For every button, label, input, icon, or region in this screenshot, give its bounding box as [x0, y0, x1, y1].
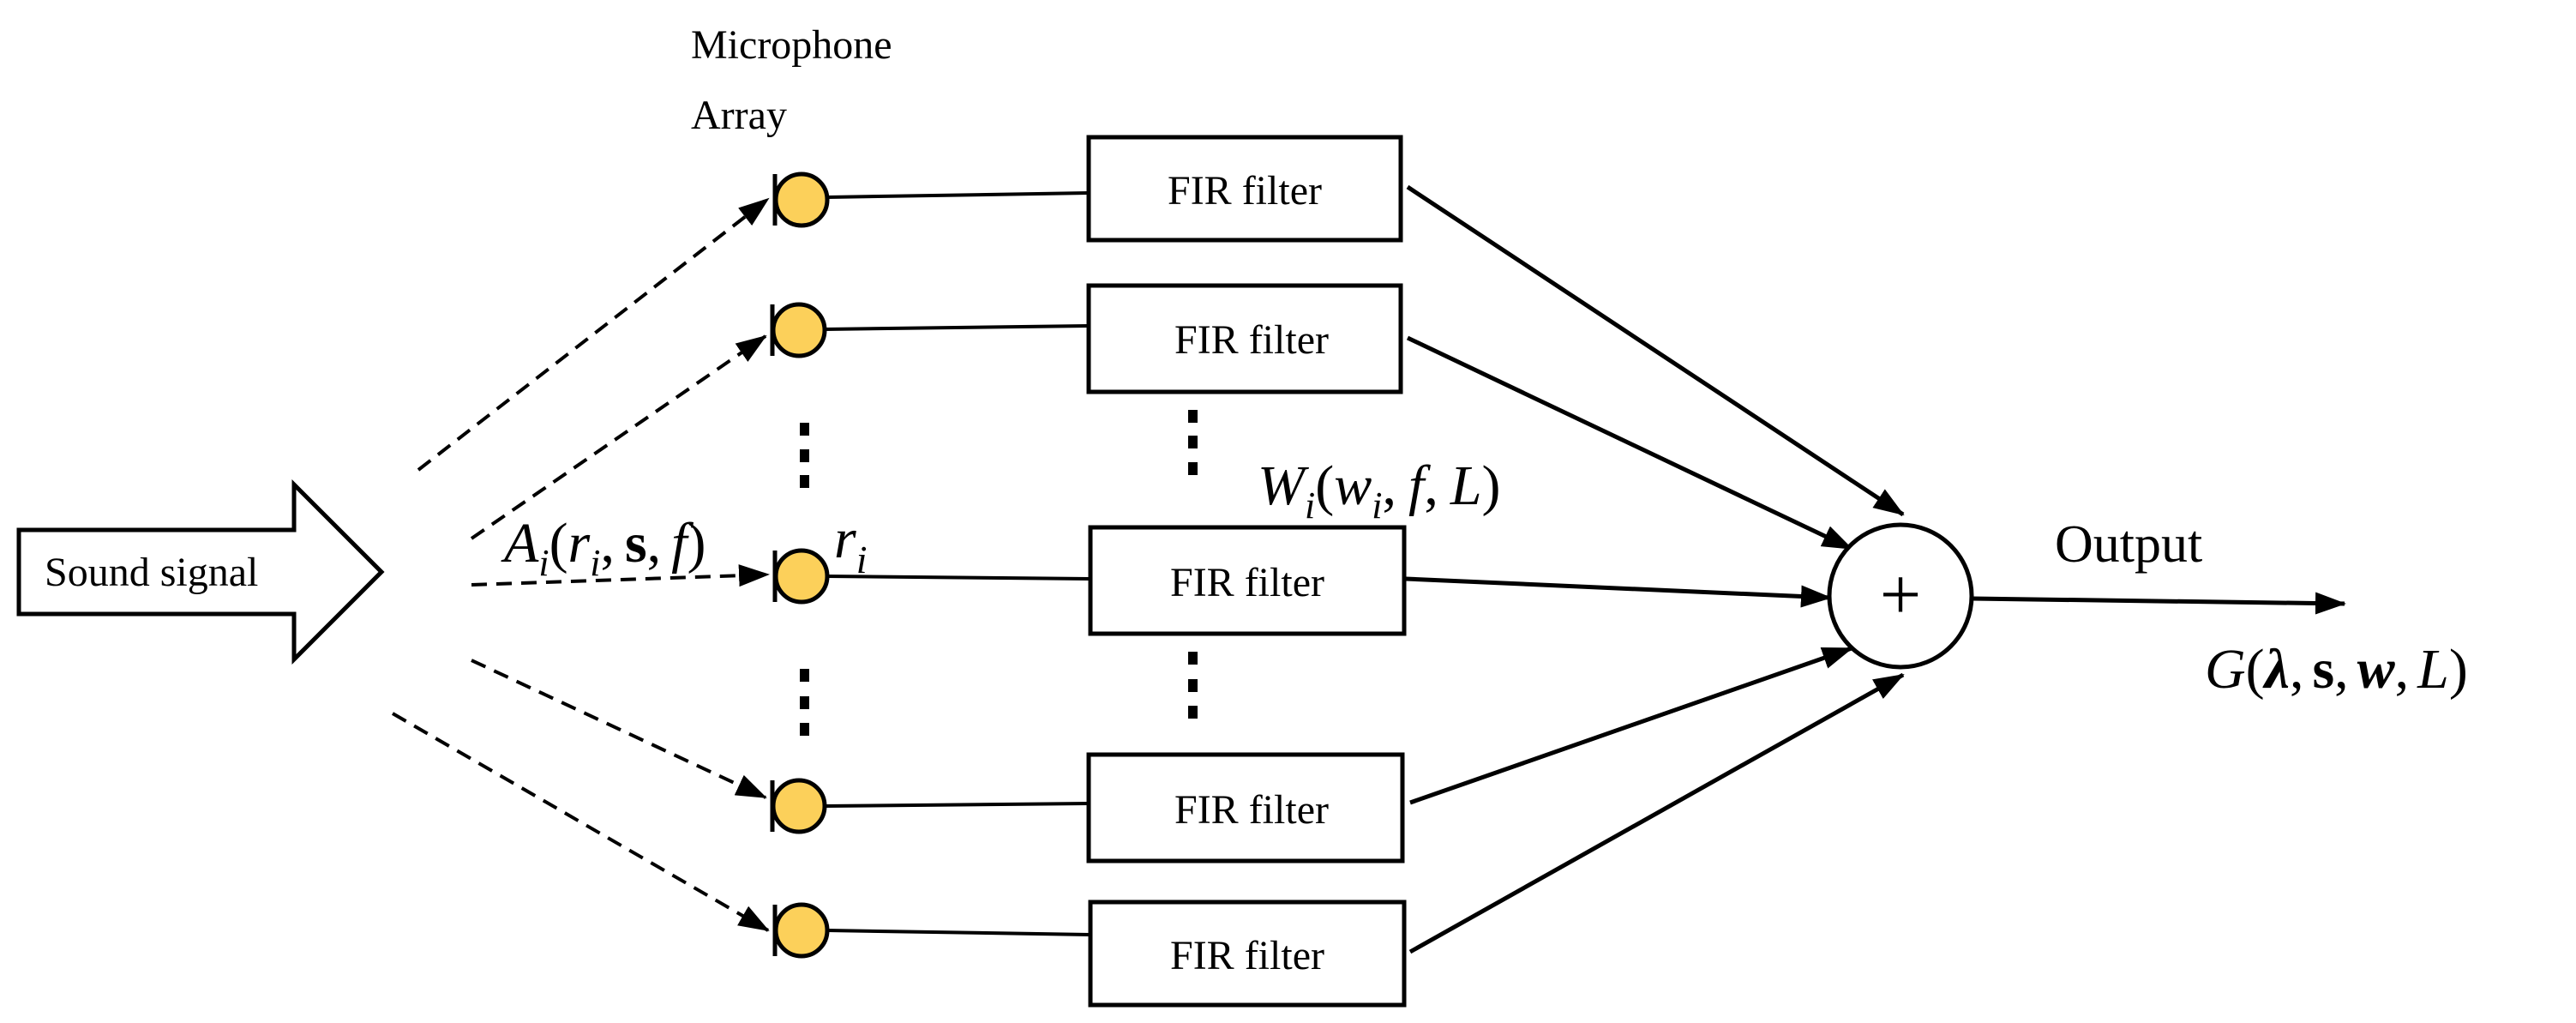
sound-signal-label: Sound signal: [45, 550, 258, 595]
summer-input-arrow-4: [1409, 646, 1853, 805]
propagation-line-5: [391, 712, 770, 932]
fir-filter-5: FIR filter: [1088, 900, 1407, 1008]
microphone-icon: [771, 302, 827, 358]
mic-to-filter-lines: [824, 191, 1091, 936]
summer-circle: [1827, 522, 1974, 670]
propagation-lines: [391, 197, 770, 932]
summer-input-arrow-1: [1406, 184, 1905, 517]
mic-ellipsis-lower: [800, 669, 809, 736]
microphone-array-title-line1: Microphone: [691, 22, 892, 68]
output-arrow: [1971, 592, 2346, 615]
microphone-4: [770, 778, 827, 834]
microphone-1: [772, 172, 830, 228]
filter-ellipsis-upper: [1188, 410, 1198, 475]
fir-filter-label: FIR filter: [1168, 168, 1322, 214]
fir-filter-label: FIR filter: [1170, 560, 1324, 605]
output-function-label: G(λ,s,w,L): [2205, 638, 2468, 701]
filter-ellipsis-lower: [1188, 652, 1198, 719]
fir-filter-2: FIR filter: [1086, 283, 1403, 394]
fir-filter-4: FIR filter: [1086, 752, 1405, 864]
connector-line-2: [824, 324, 1090, 331]
connector-line-3: [826, 575, 1091, 581]
mic-ellipsis-upper: [800, 423, 809, 488]
position-label: ri: [834, 508, 867, 581]
propagation-line-1: [417, 197, 770, 472]
propagation-line-2: [470, 334, 767, 540]
filter-to-summer-arrows: [1405, 184, 1905, 954]
microphone-2: [770, 302, 827, 358]
summer-input-arrow-5: [1408, 672, 1905, 954]
microphone-array-title-line2: Array: [691, 93, 787, 138]
ellipsis-markers: [800, 410, 1198, 736]
microphone-5: [772, 902, 830, 959]
fir-filter-1: FIR filter: [1086, 135, 1403, 243]
fir-filter-label: FIR filter: [1170, 933, 1324, 978]
microphone-i: [772, 548, 830, 605]
connector-line-4: [824, 802, 1090, 808]
microphone-icon: [773, 172, 830, 228]
propagation-line-4: [471, 659, 767, 799]
sound-signal-arrow-shape: [16, 478, 385, 665]
plus-icon: +: [1880, 553, 1922, 635]
microphone-array: [770, 172, 830, 959]
steering-vector-label: Ai(ri,s,f): [501, 512, 706, 584]
microphone-icon: [773, 902, 830, 959]
microphone-icon: [771, 778, 827, 834]
summer-input-arrow-2: [1406, 335, 1853, 551]
summer-node: +: [1827, 522, 1974, 670]
summer-input-arrow-3: [1405, 576, 1832, 608]
fir-filter-3: FIR filter: [1088, 525, 1407, 636]
microphone-icon: [773, 548, 830, 605]
fir-filter-label: FIR filter: [1174, 787, 1329, 833]
connector-line-1: [826, 191, 1090, 199]
output-label: Output: [2055, 515, 2202, 574]
fir-filters: FIR filter FIR filter FIR filter FIR fil…: [1086, 135, 1407, 1008]
propagation-line-3: [471, 564, 770, 587]
sound-signal-arrow: Sound signal: [16, 478, 385, 665]
fir-filter-label: FIR filter: [1174, 317, 1329, 363]
connector-line-5: [826, 929, 1091, 936]
filter-weights-label: Wi(wi,f,L): [1258, 454, 1501, 527]
